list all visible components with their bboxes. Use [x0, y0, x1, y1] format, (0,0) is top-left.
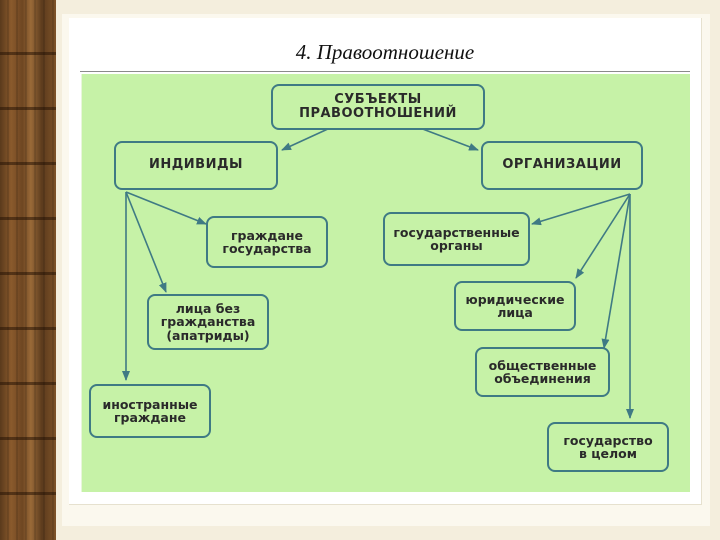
foreigners-node: иностранные граждане [89, 384, 211, 438]
arrow-root-to-individuals [281, 127, 331, 151]
public-associations-node: общественные объединения [475, 347, 610, 397]
arrow-organizations-to-associations [601, 193, 631, 349]
arrow-individuals-to-stateless [125, 191, 167, 293]
legal-entities-node: юридические лица [454, 281, 576, 331]
state-bodies-node: государственные органы [383, 212, 530, 266]
individuals-node: ИНДИВИДЫ [114, 141, 278, 190]
arrow-organizations-to-legal-entities [575, 193, 631, 279]
slide-title: 4. Правоотношение [295, 40, 475, 64]
arrow-organizations-to-state-bodies [531, 193, 631, 226]
stateless-node: лица без гражданства (апатриды) [147, 294, 269, 350]
state-as-whole-node: государство в целом [547, 422, 669, 472]
arrow-root-to-organizations [419, 127, 479, 151]
organizations-node: ОРГАНИЗАЦИИ [481, 141, 643, 190]
wood-border [0, 0, 56, 540]
arrow-individuals-to-citizens [125, 191, 207, 225]
title-divider [80, 71, 690, 72]
root-node: СУБЪЕКТЫ ПРАВООТНОШЕНИЙ [271, 84, 485, 130]
citizens-node: граждане государства [206, 216, 328, 268]
